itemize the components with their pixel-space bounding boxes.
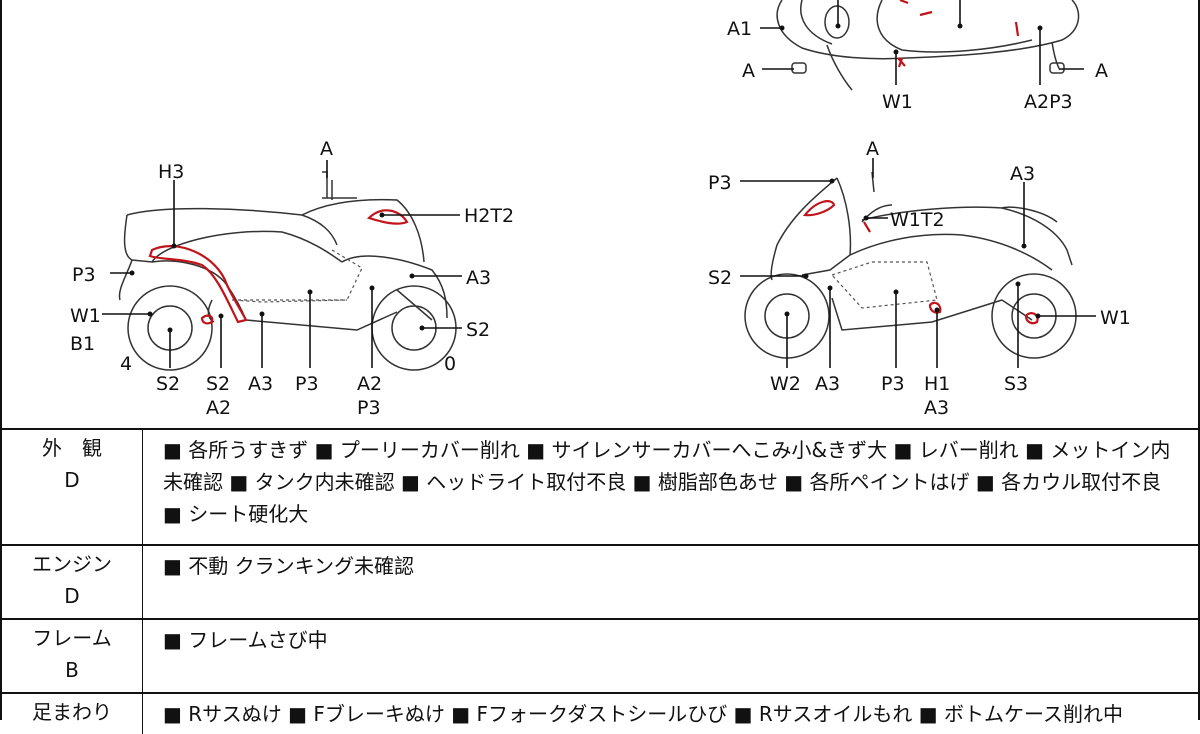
condition-item: レバー削れ <box>893 438 1018 462</box>
condition-item: フレームさび中 <box>163 628 328 652</box>
right-view-callouts <box>740 158 1096 368</box>
category-grade: B <box>65 658 79 682</box>
label-top-a-right: A <box>1095 60 1108 82</box>
label-left-b1: B1 <box>70 333 95 355</box>
condition-row-exterior: 外 観 D 各所うすきず プーリーカバー削れ サイレンサーカバーへこみ小&きず大… <box>2 428 1198 545</box>
label-left-p3: P3 <box>72 264 96 286</box>
label-right-a3-c: A3 <box>924 397 949 419</box>
condition-item: 不動 クランキング未確認 <box>163 554 414 578</box>
category-cell: 外 観 D <box>2 428 143 545</box>
label-left-p3-b: P3 <box>295 373 319 395</box>
category-cell: フレーム B <box>2 618 143 693</box>
condition-item: タンク内未確認 <box>229 470 394 494</box>
condition-item: ボトムケース削れ中 <box>919 702 1123 726</box>
label-right-a3-b: A3 <box>815 373 840 395</box>
condition-item: Rサスオイルもれ <box>734 702 913 726</box>
category-label: エンジン <box>32 552 112 576</box>
label-right-w2: W2 <box>770 373 801 395</box>
condition-item: 樹脂部色あせ <box>633 470 778 494</box>
category-label: フレーム <box>32 626 112 650</box>
condition-item: ヘッドライト取付不良 <box>401 470 626 494</box>
condition-item: サイレンサーカバーへこみ小&きず大 <box>526 438 887 462</box>
right-view-drawing <box>744 171 1077 359</box>
label-left-a3: A3 <box>248 373 273 395</box>
category-label: 外 観 <box>42 436 102 460</box>
label-left-4: 4 <box>120 353 132 375</box>
category-cell: 足まわり <box>2 692 143 734</box>
condition-item: プーリーカバー削れ <box>315 438 520 462</box>
label-left-h3: H3 <box>158 161 184 183</box>
label-top-w1: W1 <box>882 91 913 113</box>
condition-row-frame: フレーム B フレームさび中 <box>2 618 1198 693</box>
motorcycle-diagram-svg: A1 A W1 A2P3 A <box>70 0 1131 419</box>
category-grade: D <box>64 584 80 608</box>
label-left-s2-a: S2 <box>156 373 180 395</box>
label-right-w1t2: W1T2 <box>890 209 945 231</box>
condition-item: 各カウル取付不良 <box>976 470 1161 494</box>
top-view-drawing <box>776 0 1080 91</box>
category-grade: D <box>64 468 80 492</box>
left-view-callouts <box>102 160 462 368</box>
condition-row-suspension: 足まわり Rサスぬけ Fブレーキぬけ Fフォークダストシールひび Rサスオイルも… <box>2 692 1198 734</box>
label-right-p3: P3 <box>708 172 732 194</box>
label-top-a2p3: A2P3 <box>1024 91 1073 113</box>
label-top-a-left: A <box>742 60 755 82</box>
condition-row-engine: エンジン D 不動 クランキング未確認 <box>2 544 1198 619</box>
condition-item: 各所ペイントはげ <box>784 470 969 494</box>
label-left-a2-b: A2 <box>357 373 382 395</box>
detail-cell: Rサスぬけ Fブレーキぬけ Fフォークダストシールひび Rサスオイルもれ ボトム… <box>142 692 1198 734</box>
label-right-w1: W1 <box>1100 307 1131 329</box>
detail-cell: 各所うすきず プーリーカバー削れ サイレンサーカバーへこみ小&きず大 レバー削れ… <box>142 428 1198 545</box>
vehicle-damage-diagram: A1 A W1 A2P3 A <box>2 0 1198 428</box>
condition-item: 各所うすきず <box>163 438 308 462</box>
condition-item: Rサスぬけ <box>163 702 282 726</box>
detail-cell: フレームさび中 <box>142 618 1198 693</box>
label-left-h2t2: H2T2 <box>464 205 514 227</box>
condition-item: シート硬化大 <box>163 502 308 526</box>
label-left-w1: W1 <box>70 305 101 327</box>
condition-item: Fフォークダストシールひび <box>451 702 727 726</box>
label-right-a3: A3 <box>1010 163 1035 185</box>
label-right-s2: S2 <box>708 267 732 289</box>
label-top-a1: A1 <box>727 18 752 40</box>
label-left-s2-b: S2 <box>206 373 230 395</box>
detail-cell: 不動 クランキング未確認 <box>142 544 1198 619</box>
label-left-s2-right: S2 <box>466 319 490 341</box>
condition-item: Fブレーキぬけ <box>288 702 445 726</box>
label-right-s3: S3 <box>1004 373 1028 395</box>
label-right-a: A <box>866 138 879 160</box>
condition-table: 外 観 D 各所うすきず プーリーカバー削れ サイレンサーカバーへこみ小&きず大… <box>2 428 1198 734</box>
category-cell: エンジン D <box>2 544 143 619</box>
category-label: 足まわり <box>32 700 112 724</box>
label-left-p3-c: P3 <box>357 397 381 419</box>
top-view-callouts <box>760 0 1084 85</box>
label-left-a2: A2 <box>206 397 231 419</box>
label-left-a3-right: A3 <box>466 267 491 289</box>
label-left-a: A <box>320 138 333 160</box>
label-left-0: 0 <box>444 353 456 375</box>
label-right-h1: H1 <box>924 373 950 395</box>
label-right-p3-b: P3 <box>881 373 905 395</box>
